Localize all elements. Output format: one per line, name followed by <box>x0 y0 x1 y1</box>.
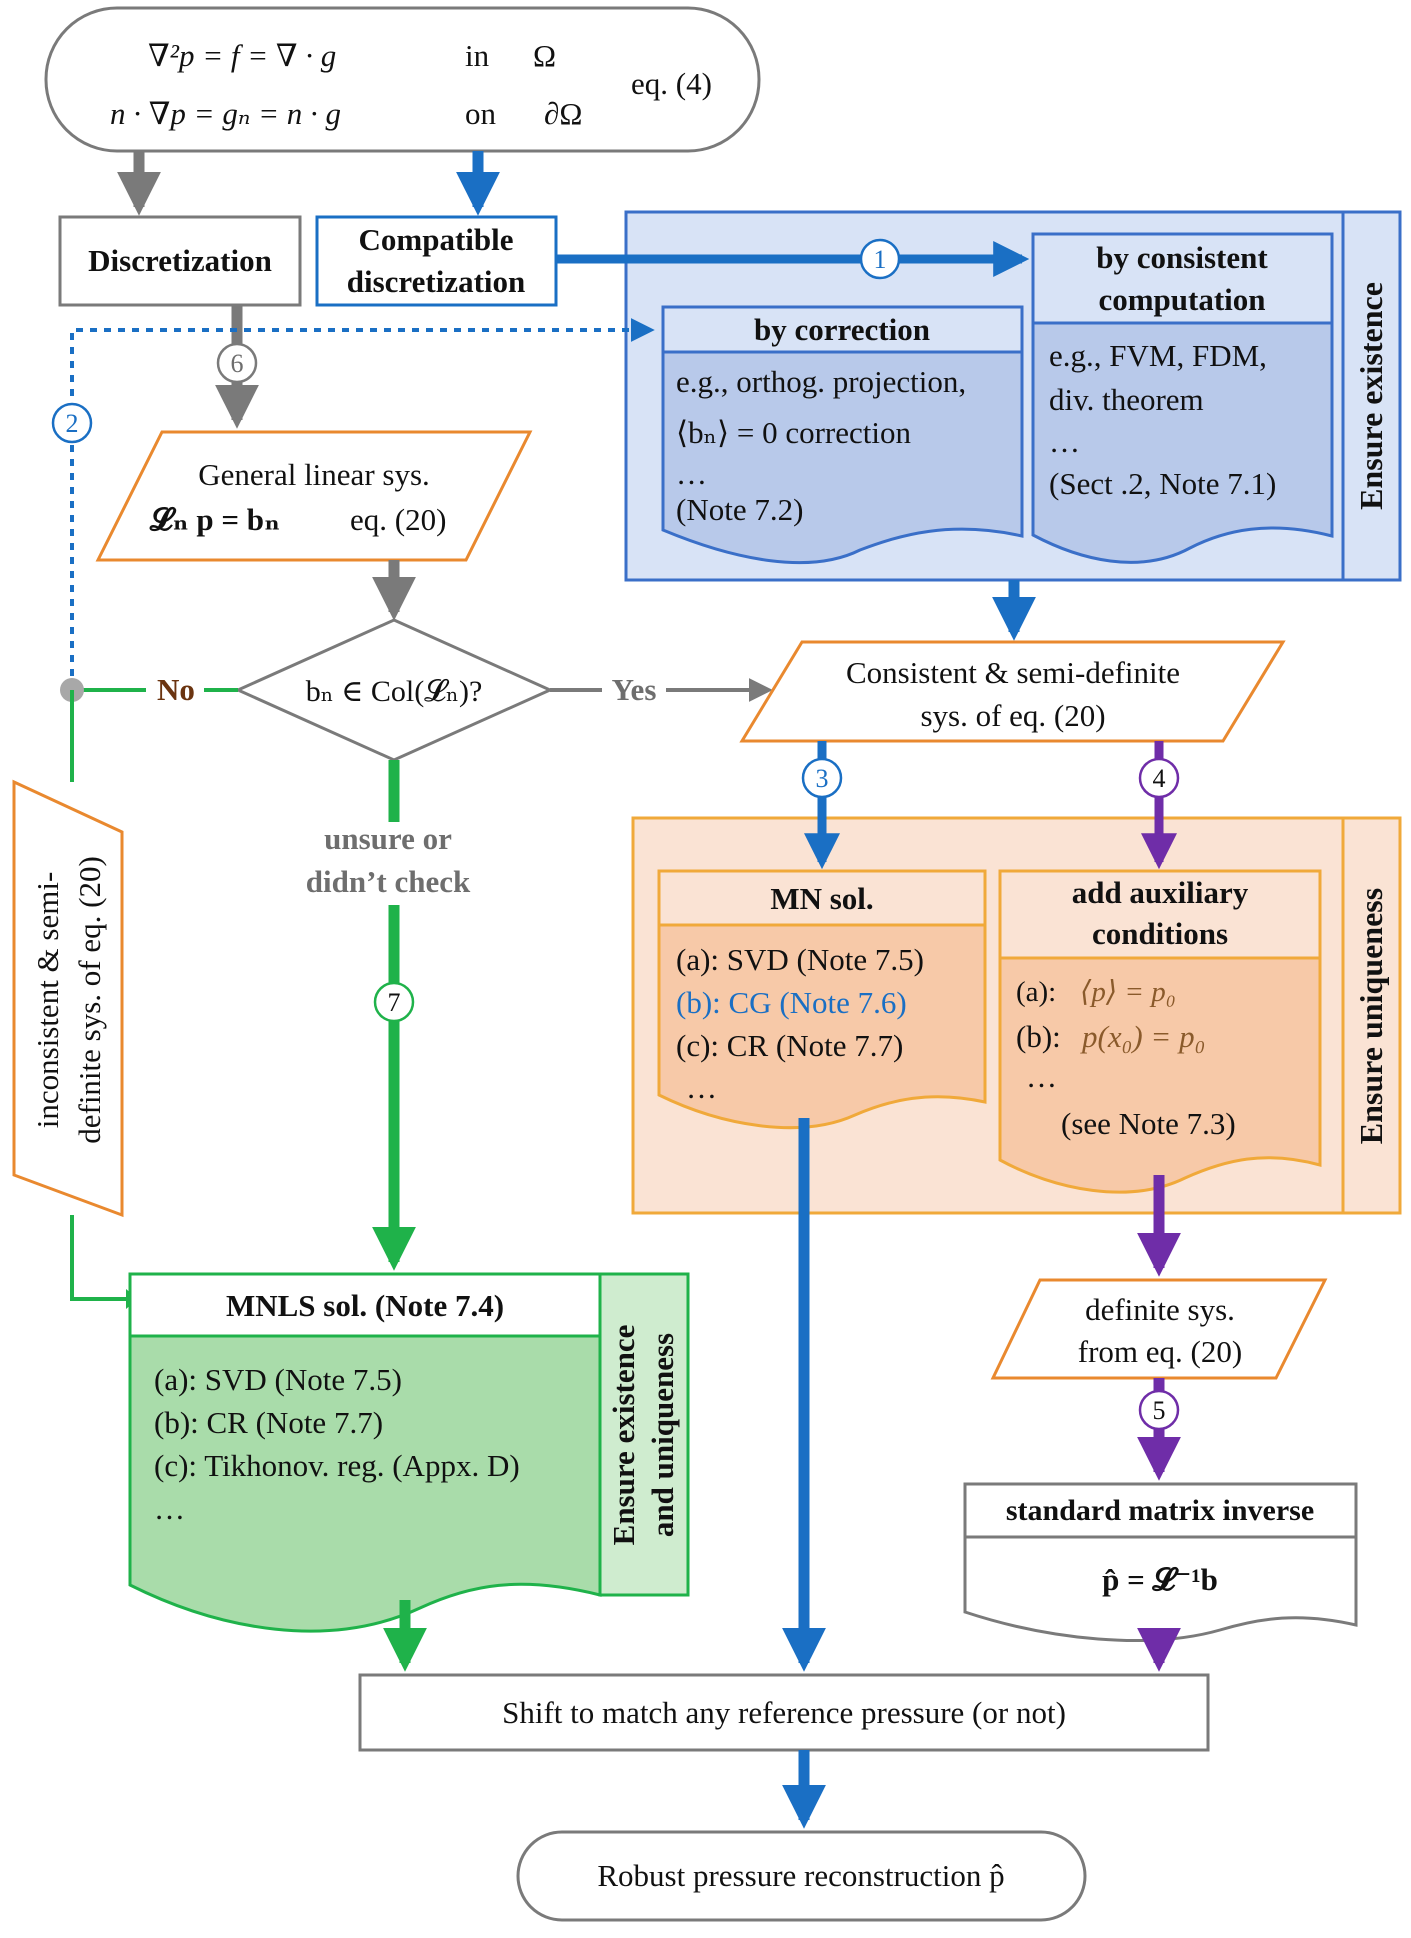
yes-label-bg <box>602 668 666 708</box>
consistent-sys-line2: sys. of eq. (20) <box>920 698 1105 733</box>
robust-node: Robust pressure reconstruction p̂ <box>516 1830 1087 1922</box>
definite-line2: from eq. (20) <box>1078 1334 1242 1369</box>
compatible-line1: Compatible <box>359 222 514 257</box>
aux-a-label: (a): <box>1016 976 1056 1008</box>
shift-label: Shift to match any reference pressure (o… <box>502 1695 1066 1730</box>
step-6-label: 6 <box>231 349 244 378</box>
shift-node: Shift to match any reference pressure (o… <box>358 1673 1210 1752</box>
ensure-existence-label: Ensure existence <box>1353 282 1389 510</box>
step-6: 6 <box>216 342 258 384</box>
pde-line1: ∇²p = f = ∇ · g <box>148 38 336 73</box>
by-consistent-node: by consistent computation e.g., FVM, FDM… <box>1031 232 1334 564</box>
definite-sys-node: definite sys. from eq. (20) <box>990 1278 1328 1380</box>
step-4-label: 4 <box>1153 764 1166 793</box>
aux-node: add auxiliary conditions (a): ⟨p⟩ = p₀ (… <box>998 869 1322 1194</box>
mnls-side-line2: and uniqueness <box>645 1333 680 1537</box>
step-2: 2 <box>51 402 93 444</box>
step-5: 5 <box>1138 1389 1180 1431</box>
step-5-label: 5 <box>1153 1396 1166 1425</box>
pde-line2-on: on <box>465 96 497 131</box>
dashed-arrow-to-correction <box>70 318 655 690</box>
step-7: 7 <box>373 981 415 1023</box>
unsure-line1: unsure or <box>324 821 452 856</box>
compatible-line2: discretization <box>347 264 526 299</box>
mnls-node: MNLS sol. (Note 7.4) Ensure existence an… <box>128 1272 690 1633</box>
mn-line-2: (c): CR (Note 7.7) <box>676 1028 903 1063</box>
by-correction-line-0: e.g., orthog. projection, <box>676 364 966 399</box>
mn-node: MN sol. (a): SVD (Note 7.5) (b): CG (Not… <box>657 869 987 1130</box>
by-correction-title: by correction <box>754 312 930 347</box>
mnls-line-2: (c): Tikhonov. reg. (Appx. D) <box>154 1448 520 1483</box>
mnls-title: MNLS sol. (Note 7.4) <box>226 1288 504 1323</box>
aux-b-expr: p(x₀) = p₀ <box>1080 1019 1205 1054</box>
definite-line1: definite sys. <box>1085 1292 1235 1327</box>
mnls-side-line1: Ensure existence <box>606 1325 641 1546</box>
aux-ellipsis: … <box>1026 1059 1057 1094</box>
step-7-label: 7 <box>388 988 401 1017</box>
no-label-bg <box>146 668 204 708</box>
mnls-line-3: … <box>154 1491 185 1526</box>
step-1-label: 1 <box>874 245 887 274</box>
mnls-line-1: (b): CR (Note 7.7) <box>154 1405 383 1440</box>
step-3: 3 <box>801 757 843 799</box>
mn-line-3: … <box>686 1070 717 1105</box>
general-linear-line1: General linear sys. <box>198 457 430 492</box>
pde-ref: eq. (4) <box>631 66 712 101</box>
aux-title-line1: add auxiliary <box>1072 875 1249 910</box>
by-consistent-line-2: … <box>1049 424 1080 459</box>
inverse-node: standard matrix inverse p̂ = 𝓛⁻¹b <box>963 1482 1358 1642</box>
general-linear-line2: 𝓛ₙ p = bₙ <box>149 502 280 537</box>
general-linear-line2-ref: eq. (20) <box>350 502 446 537</box>
inverse-title: standard matrix inverse <box>1006 1494 1314 1527</box>
line-inconsistent-to-mnls <box>70 1215 130 1301</box>
mn-line-0: (a): SVD (Note 7.5) <box>676 942 924 977</box>
no-label: No <box>157 672 195 707</box>
by-correction-line-3: (Note 7.2) <box>676 492 803 527</box>
discretization-label: Discretization <box>88 243 272 278</box>
aux-note: (see Note 7.3) <box>1061 1106 1236 1141</box>
step-3-label: 3 <box>816 764 829 793</box>
step-4: 4 <box>1138 757 1180 799</box>
pde-line2-domain: ∂Ω <box>544 96 582 131</box>
by-correction-node: by correction e.g., orthog. projection, … <box>661 305 1024 565</box>
by-correction-line-1: ⟨bₙ⟩ = 0 correction <box>676 415 911 450</box>
inconsistent-line1: inconsistent & semi- <box>30 872 65 1129</box>
discretization-node: Discretization <box>58 215 302 307</box>
aux-title-line2: conditions <box>1092 916 1228 951</box>
general-linear-node: General linear sys. 𝓛ₙ p = bₙ eq. (20) <box>95 430 533 562</box>
by-consistent-title-line1: by consistent <box>1096 240 1268 275</box>
consistent-sys-node: Consistent & semi-definite sys. of eq. (… <box>739 640 1286 743</box>
yes-label: Yes <box>612 672 657 707</box>
by-consistent-line-1: div. theorem <box>1049 382 1204 417</box>
ensure-uniqueness-label: Ensure uniqueness <box>1353 888 1389 1144</box>
unsure-line2: didn’t check <box>306 864 471 899</box>
decision-node: bₙ ∈ Col(𝓛ₙ)? <box>234 618 554 762</box>
consistent-sys-line1: Consistent & semi-definite <box>846 655 1180 690</box>
mn-title: MN sol. <box>770 881 873 916</box>
step-2-label: 2 <box>66 409 79 438</box>
robust-label: Robust pressure reconstruction p̂ <box>597 1858 1004 1893</box>
mn-line-1: (b): CG (Note 7.6) <box>676 985 907 1020</box>
pde-node: ∇²p = f = ∇ · g in Ω n · ∇p = gₙ = n · g… <box>44 6 761 153</box>
mnls-line-0: (a): SVD (Note 7.5) <box>154 1362 402 1397</box>
compatible-node: Compatible discretization <box>315 215 558 307</box>
by-consistent-line-0: e.g., FVM, FDM, <box>1049 338 1267 373</box>
pde-line2: n · ∇p = gₙ = n · g <box>110 96 341 131</box>
pde-line1-domain: Ω <box>533 38 556 73</box>
aux-a-expr: ⟨p⟩ = p₀ <box>1080 976 1176 1008</box>
inconsistent-line2: definite sys. of eq. (20) <box>72 856 107 1144</box>
inverse-formula: p̂ = 𝓛⁻¹b <box>1102 1562 1218 1597</box>
decision-text: bₙ ∈ Col(𝓛ₙ)? <box>306 675 483 708</box>
by-consistent-title-line2: computation <box>1098 282 1265 317</box>
step-1: 1 <box>859 238 901 280</box>
by-correction-line-2: … <box>676 456 707 491</box>
aux-b-label: (b): <box>1016 1019 1061 1054</box>
inconsistent-node: inconsistent & semi- definite sys. of eq… <box>12 779 124 1218</box>
pde-line1-in: in <box>465 38 490 73</box>
by-consistent-line-3: (Sect .2, Note 7.1) <box>1049 466 1276 501</box>
